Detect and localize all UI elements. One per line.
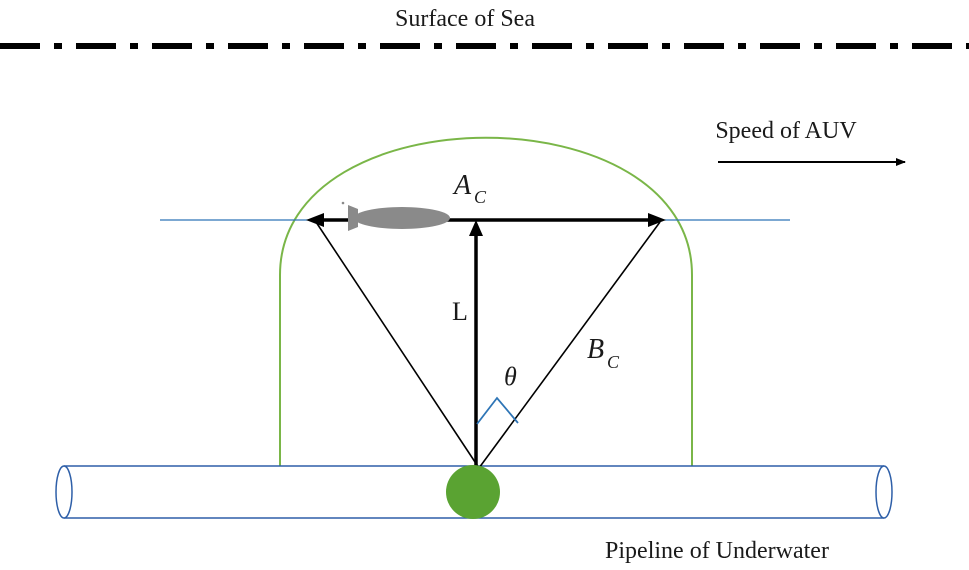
coverage-boundary [279, 136, 693, 466]
right-beam-line-bc [478, 221, 661, 469]
theta-label: θ [504, 362, 517, 391]
ac-arrow-left-head [306, 213, 324, 227]
ac-arrow-right-head [648, 213, 666, 227]
l-arrow-head [469, 220, 483, 236]
ac-label-main: A [452, 170, 472, 201]
auv-vehicle [341, 201, 450, 231]
pipeline-label: Pipeline of Underwater [605, 538, 829, 564]
ac-label: A C [452, 170, 487, 207]
bc-label-sub: C [607, 352, 620, 372]
bc-label-main: B [587, 334, 604, 365]
pipeline-target-point [446, 465, 500, 519]
bc-label: B C [587, 334, 620, 372]
length-label: L [452, 297, 468, 326]
left-beam-line [315, 221, 480, 469]
speed-label: Speed of AUV [715, 118, 857, 144]
ac-label-sub: C [474, 187, 487, 207]
sea-surface-label: Surface of Sea [395, 6, 535, 32]
right-angle-mark [476, 396, 519, 425]
